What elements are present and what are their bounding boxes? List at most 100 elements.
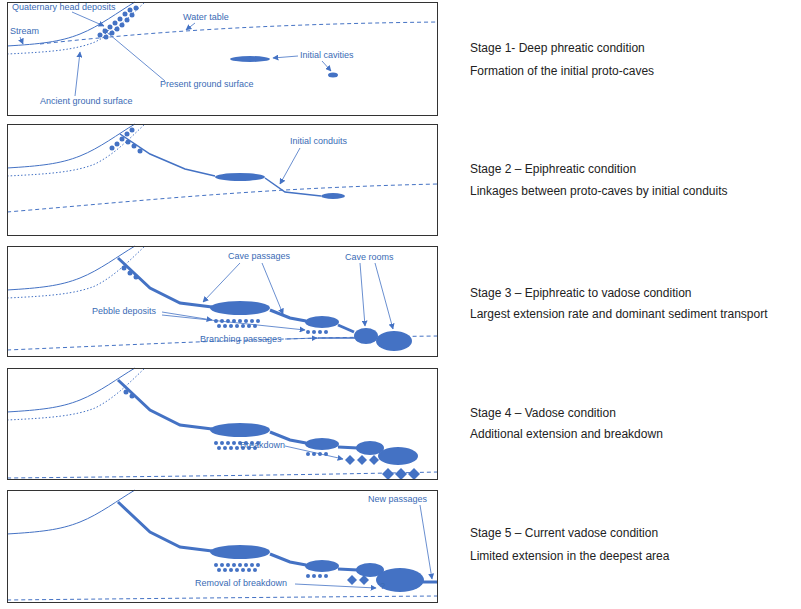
deposit-pebble	[98, 33, 103, 38]
pebble	[214, 441, 218, 445]
pebble	[229, 324, 233, 328]
leader-arrow	[75, 52, 80, 96]
pebble	[217, 324, 221, 328]
stage-heading: Stage 4 – Vadose condition	[470, 406, 616, 420]
deposit-pebble	[110, 146, 115, 151]
callout-label: Removal of breakdown	[195, 578, 287, 589]
stage-heading: Stage 3 – Epiphreatic to vadose conditio…	[470, 286, 691, 300]
cave-passage	[118, 258, 212, 307]
cave-passage	[305, 438, 339, 450]
cave-room	[354, 328, 378, 344]
pebble	[223, 446, 227, 450]
ancient-ground-surface	[7, 2, 145, 54]
pebble	[235, 568, 239, 572]
leader-arrow	[72, 12, 104, 26]
pebble	[312, 574, 316, 578]
pebble	[223, 568, 227, 572]
deposit-pebble	[115, 142, 120, 147]
deposit-pebble	[125, 18, 130, 23]
initial-cavity	[230, 56, 270, 62]
leader-arrow	[295, 584, 376, 588]
pebble	[226, 441, 230, 445]
branching-passage	[318, 337, 356, 339]
callout-label: Initial cavities	[300, 50, 354, 61]
leader-arrow	[280, 148, 300, 184]
leader-arrow	[322, 61, 331, 71]
breakdown-block	[369, 455, 379, 465]
callout-label: ?	[380, 581, 385, 592]
leader-arrow	[375, 263, 393, 329]
stage-description: Limited extension in the deepest area	[470, 549, 669, 563]
stage-panel: Stage 2 – Epiphreatic conditionLinkages …	[7, 124, 438, 236]
breakdown-block	[345, 455, 355, 465]
pebble	[244, 563, 248, 567]
pebble	[241, 324, 245, 328]
pebble	[238, 563, 242, 567]
pebble	[241, 568, 245, 572]
ancient-ground-surface	[7, 246, 145, 298]
stage-2-illustration	[7, 124, 438, 212]
deposit-pebble	[130, 13, 135, 18]
deposit-pebble	[125, 132, 130, 137]
deposit-pebble	[104, 35, 109, 40]
head-deposits	[110, 128, 143, 154]
stage-description: Additional extension and breakdown	[470, 427, 663, 441]
pebble	[226, 563, 230, 567]
pebble	[217, 446, 221, 450]
water-table-line	[7, 596, 438, 600]
leader-arrow	[186, 23, 195, 30]
present-ground-surface	[7, 124, 135, 168]
cave-passage	[118, 380, 212, 429]
pebble	[232, 563, 236, 567]
callout-label: Breakdown	[240, 440, 285, 451]
cave-room	[376, 331, 412, 351]
proto-cave	[215, 173, 265, 181]
pebble	[232, 441, 236, 445]
breakdown-block	[359, 575, 369, 585]
stage-description: Largest extension rate and dominant sedi…	[470, 307, 768, 321]
breakdown-blocks	[345, 455, 420, 480]
leader-arrow	[420, 505, 432, 579]
deposit-pebble	[120, 23, 125, 28]
cave-passage	[118, 502, 212, 551]
leader-arrow	[285, 338, 317, 339]
callout-label: Pebble deposits	[92, 306, 156, 317]
stage-3-illustration	[7, 246, 438, 351]
stage-5-illustration	[7, 490, 438, 600]
pebble	[220, 441, 224, 445]
initial-cavity	[328, 73, 338, 78]
pebble	[214, 563, 218, 567]
pebble	[324, 330, 328, 334]
water-table-line	[7, 472, 438, 478]
pebble	[229, 446, 233, 450]
leader-arrow	[103, 29, 165, 81]
cave-passage	[270, 554, 306, 565]
pebble	[253, 568, 257, 572]
leader-arrow	[203, 263, 240, 302]
deposit-pebble	[134, 6, 139, 11]
callout-label: Present ground surface	[160, 79, 254, 90]
breakdown-block	[408, 468, 420, 480]
cave-passage	[210, 301, 270, 315]
present-ground-surface	[7, 368, 135, 412]
pebble	[306, 452, 310, 456]
pebble	[318, 330, 322, 334]
deposit-pebble	[123, 12, 128, 17]
breakdown-block	[395, 468, 407, 480]
cave-passage	[338, 569, 358, 570]
callout-label: Cave rooms	[345, 252, 394, 263]
deposit-pebble	[128, 8, 133, 13]
leader-arrows	[20, 12, 432, 588]
callout-label: Water table	[183, 12, 229, 23]
pebble-deposits	[214, 441, 328, 456]
pebble	[250, 319, 254, 323]
leader-arrow	[20, 37, 23, 44]
callout-label: Branching passages	[200, 334, 282, 345]
ancient-ground-surface	[7, 124, 145, 176]
pebble	[235, 324, 239, 328]
pebble-deposits	[214, 563, 328, 578]
pebble	[312, 330, 316, 334]
